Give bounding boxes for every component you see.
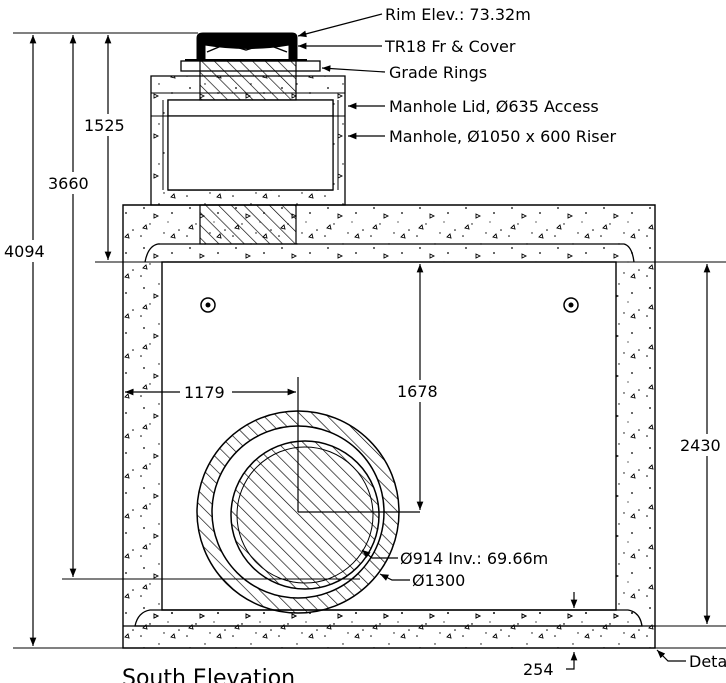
dim-total-height: 4094: [4, 242, 45, 261]
view-title: South Elevation: [122, 666, 295, 683]
anchor-right: [563, 297, 579, 313]
rim-elev-label: Rim Elev.: 73.32m: [385, 5, 531, 24]
frame-cover-label: TR18 Fr & Cover: [384, 37, 516, 56]
leader-lines: [297, 13, 686, 670]
frame-cover: [196, 32, 298, 61]
detail-label: Deta: [689, 652, 726, 671]
grade-ring-hatch: [199, 60, 297, 101]
chamber: [122, 204, 656, 649]
dim-pipe-offset: 1179: [184, 383, 225, 402]
dim-base-slab: 254: [523, 660, 554, 679]
dim-chamber-height: 2430: [680, 436, 721, 455]
dim-pipe-depth: 1678: [397, 382, 438, 401]
dim-height-to-invert: 3660: [48, 174, 89, 193]
manhole-lid: [167, 99, 334, 117]
slab-opening-hatch: [199, 204, 297, 245]
riser-section: [150, 32, 346, 206]
grade-rings-label: Grade Rings: [389, 63, 487, 82]
pipe-inner: [230, 440, 380, 590]
dimension-labels: 4094 3660 1525 2430 1179 1678 254: [2, 114, 726, 679]
riser-body: [167, 115, 334, 191]
pipe-invert-label: Ø914 Inv.: 69.66m: [400, 549, 548, 568]
manhole-riser-label: Manhole, Ø1050 x 600 Riser: [389, 127, 616, 146]
anchor-left: [200, 297, 216, 313]
manhole-lid-label: Manhole Lid, Ø635 Access: [389, 97, 599, 116]
top-slab-lip: [144, 243, 635, 263]
pipe-outer-label: Ø1300: [412, 571, 465, 590]
chamber-concrete-wall: [122, 204, 656, 649]
extension-lines: [13, 32, 726, 649]
pipe: [196, 377, 420, 614]
callout-labels: Rim Elev.: 73.32m TR18 Fr & Cover Grade …: [384, 5, 726, 671]
base-benching: [134, 609, 643, 627]
dim-riser-height: 1525: [84, 116, 125, 135]
